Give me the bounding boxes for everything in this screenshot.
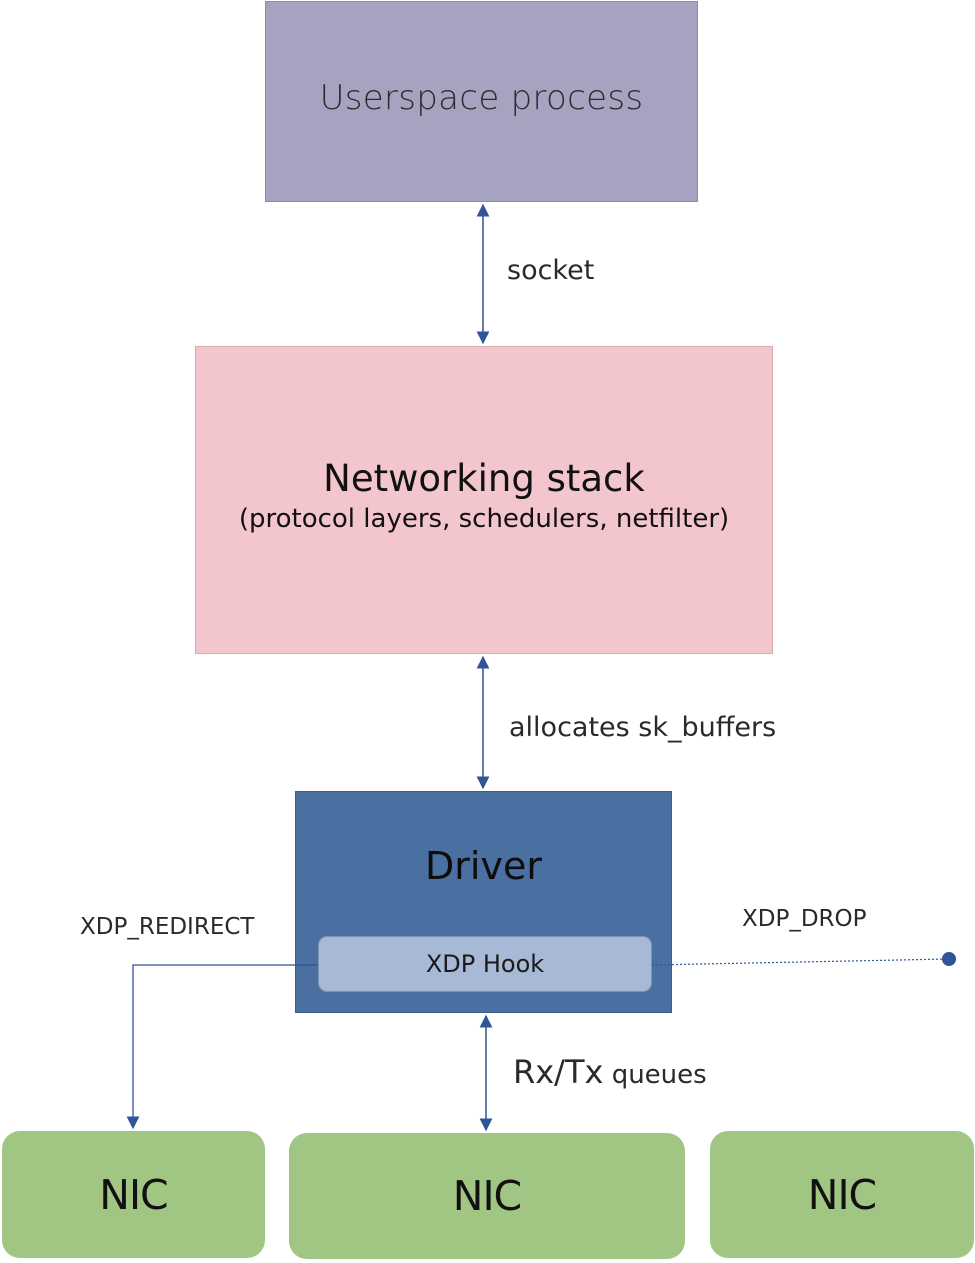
networking-stack-subtitle: (protocol layers, schedulers, netfilter): [238, 503, 730, 534]
nic-box-center: NIC: [289, 1133, 685, 1259]
networking-stack-box: Networking stack (protocol layers, sched…: [195, 346, 773, 654]
driver-box: Driver XDP Hook: [295, 791, 672, 1013]
drop-line: [651, 958, 949, 966]
xdp-hook-box: XDP Hook: [318, 936, 652, 992]
nic-label-right: NIC: [807, 1170, 877, 1219]
xdp-hook-label: XDP Hook: [425, 950, 545, 978]
drop-endpoint-dot: [942, 952, 956, 966]
queues-label: queues: [603, 1060, 707, 1090]
nic-box-left: NIC: [2, 1131, 265, 1258]
rx-tx-label: Rx/Tx: [513, 1053, 604, 1091]
nic-label-left: NIC: [99, 1170, 168, 1219]
driver-label: Driver: [425, 844, 542, 888]
userspace-process-label: Userspace process: [319, 77, 644, 118]
socket-label: socket: [507, 255, 595, 286]
rx-tx-queues-label: Rx/Tx queues: [513, 1053, 707, 1091]
nic-box-right: NIC: [710, 1131, 974, 1258]
nic-label-center: NIC: [452, 1172, 522, 1220]
userspace-process-box: Userspace process: [265, 1, 698, 202]
redirect-arrow: [126, 964, 318, 1130]
networking-stack-title: Networking stack: [323, 456, 645, 500]
sk-buffers-label: allocates sk_buffers: [509, 712, 777, 743]
xdp-drop-label: XDP_DROP: [742, 906, 867, 932]
xdp-redirect-label: XDP_REDIRECT: [80, 914, 255, 940]
